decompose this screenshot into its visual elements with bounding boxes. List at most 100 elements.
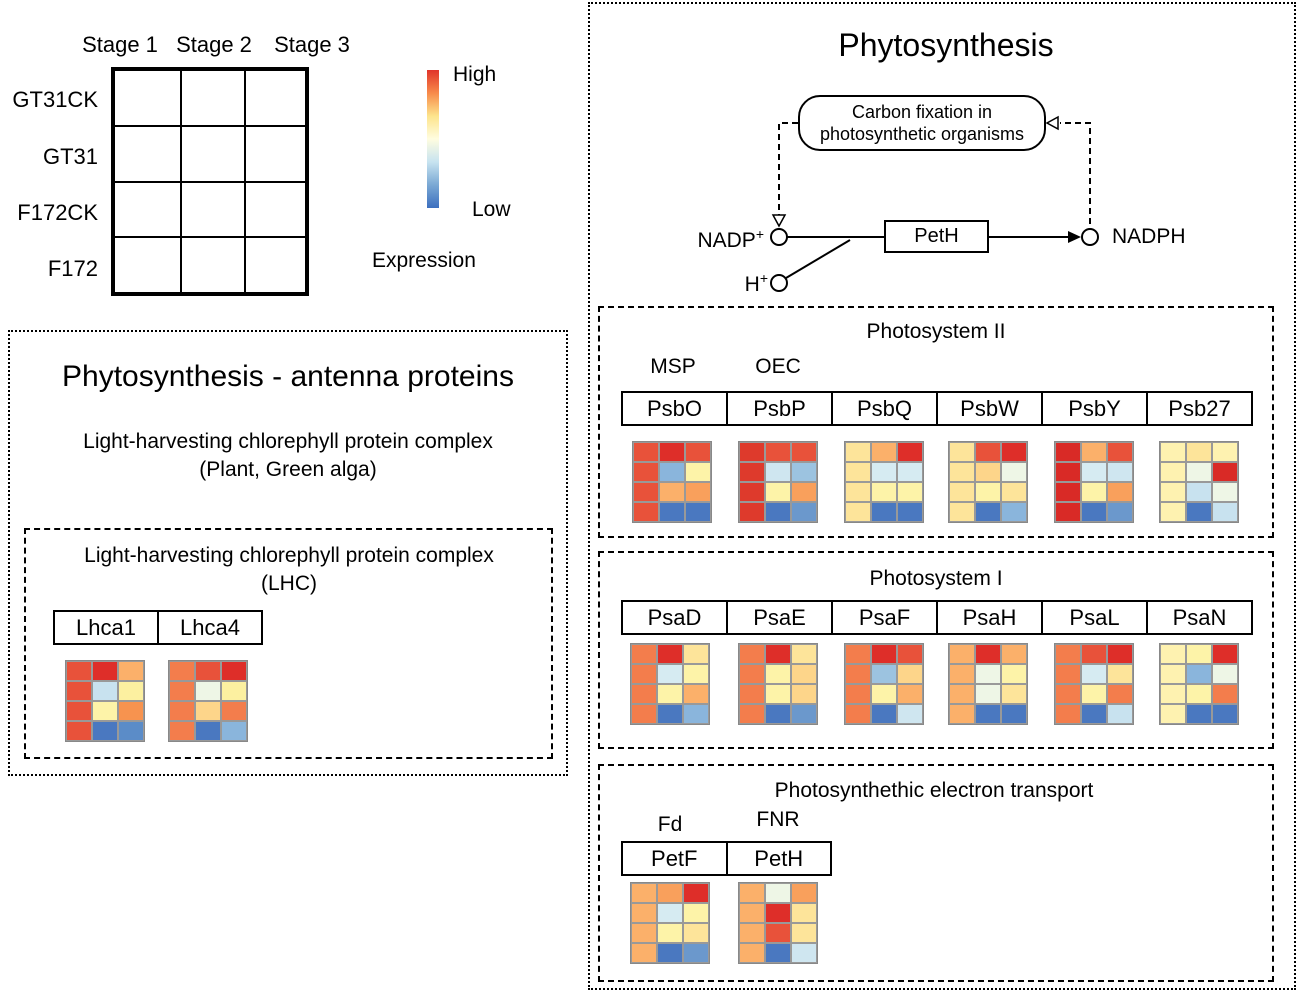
nadph-label: NADPH <box>1112 225 1186 248</box>
gene-psad: PsaD <box>623 602 728 633</box>
heatmap-cell <box>631 664 657 684</box>
heatmap-cell <box>1001 664 1027 684</box>
heatmap-cell <box>897 462 923 482</box>
heatmap-cell <box>765 644 791 664</box>
heatmap-cell <box>683 943 709 963</box>
electron-transport-title: Photosynthethic electron transport <box>774 779 1094 802</box>
heatmap-cell <box>631 644 657 664</box>
heatmap-lhca1 <box>65 660 145 742</box>
heatmap-cell <box>765 883 791 903</box>
heatmap-cell <box>657 684 683 704</box>
sample-label-gt31: GT31 <box>42 144 98 169</box>
heatmap-cell <box>975 462 1001 482</box>
heatmap-psan <box>1159 643 1239 725</box>
carbon-fixation-line-1: Carbon fixation in <box>851 102 993 122</box>
heatmap-cell <box>845 502 871 522</box>
heatmap-cell <box>975 502 1001 522</box>
heatmap-cell <box>1160 502 1186 522</box>
heatmap-cell <box>1107 462 1133 482</box>
lhc-gene-row: Lhca1 Lhca4 <box>53 610 263 645</box>
heatmap-cell <box>975 644 1001 664</box>
peth-enzyme-box: PetH <box>884 220 989 253</box>
tag-fd: Fd <box>657 813 683 836</box>
heatmap-cell <box>1081 684 1107 704</box>
heatmap-cell <box>791 502 817 522</box>
heatmap-cell <box>1160 442 1186 462</box>
gene-psb27: Psb27 <box>1168 395 1231 421</box>
antenna-subtitle-1: Light-harvesting chlorephyll protein com… <box>83 430 493 453</box>
heatmap-cell <box>657 923 683 943</box>
heatmap-cell <box>683 644 709 664</box>
heatmap-lhca4 <box>168 660 248 742</box>
heatmap-cell <box>871 684 897 704</box>
heatmap-cell <box>633 442 659 462</box>
heatmap-cell <box>659 502 685 522</box>
heatmap-cell <box>739 903 765 923</box>
heatmap-cell <box>1107 684 1133 704</box>
heatmap-cell <box>791 462 817 482</box>
ps2-gene-row: PsbO PsbP PsbQ PsbW PsbY Psb27 <box>621 391 1253 426</box>
gene-lhca1: Lhca1 <box>55 612 159 643</box>
heatmap-cell <box>1001 502 1027 522</box>
heatmap-cell <box>1107 442 1133 462</box>
heatmap-cell <box>1055 482 1081 502</box>
heatmap-cell <box>765 943 791 963</box>
heatmap-cell <box>791 923 817 943</box>
heatmap-cell <box>897 644 923 664</box>
heatmap-cell <box>1001 482 1027 502</box>
h-line <box>785 239 851 279</box>
heatmap-cell <box>685 482 711 502</box>
heatmap-cell <box>657 704 683 724</box>
heatmap-cell <box>221 681 247 701</box>
heatmap-cell <box>975 664 1001 684</box>
heatmap-cell <box>739 462 765 482</box>
heatmap-psal <box>1054 643 1134 725</box>
gene-psaf: PsaF <box>833 602 938 633</box>
heatmap-cell <box>1055 644 1081 664</box>
nadp-node <box>770 228 788 246</box>
heatmap-cell <box>739 923 765 943</box>
heatmap-cell <box>949 502 975 522</box>
heatmap-cell <box>631 943 657 963</box>
heatmap-cell <box>1160 664 1186 684</box>
heatmap-cell <box>1055 684 1081 704</box>
heatmap-cell <box>1081 442 1107 462</box>
heatmap-psbp <box>738 441 818 523</box>
heatmap-cell <box>845 644 871 664</box>
heatmap-cell <box>1160 704 1186 724</box>
sample-label-f172ck: F172CK <box>17 200 98 225</box>
heatmap-cell <box>1055 462 1081 482</box>
heatmap-cell <box>1107 502 1133 522</box>
heatmap-cell <box>1186 442 1212 462</box>
heatmap-cell <box>1186 704 1212 724</box>
heatmap-cell <box>1186 644 1212 664</box>
heatmap-cell <box>1160 644 1186 664</box>
lhc-title-2: (LHC) <box>261 572 317 595</box>
tag-fnr: FNR <box>756 808 800 831</box>
heatmap-cell <box>871 502 897 522</box>
heatmap-cell <box>1186 462 1212 482</box>
heatmap-cell <box>739 664 765 684</box>
gene-psbo: PsbO <box>623 393 728 424</box>
heatmap-cell <box>791 943 817 963</box>
heatmap-cell <box>631 923 657 943</box>
heatmap-cell <box>633 502 659 522</box>
carbon-fixation-node: Carbon fixation in photosynthetic organi… <box>798 95 1046 151</box>
photosystem-ii-box <box>598 306 1274 538</box>
heatmap-cell <box>118 721 144 741</box>
heatmap-cell <box>871 462 897 482</box>
heatmap-cell <box>897 442 923 462</box>
heatmap-cell <box>1001 704 1027 724</box>
antenna-panel <box>8 330 568 776</box>
heatmap-cell <box>949 664 975 684</box>
heatmap-cell <box>975 442 1001 462</box>
heatmap-cell <box>765 923 791 943</box>
heatmap-cell <box>765 704 791 724</box>
heatmap-cell <box>221 701 247 721</box>
heatmap-cell <box>195 701 221 721</box>
heatmap-cell <box>118 661 144 681</box>
heatmap-cell <box>169 681 195 701</box>
heatmap-cell <box>739 883 765 903</box>
heatmap-cell <box>657 883 683 903</box>
heatmap-cell <box>791 704 817 724</box>
